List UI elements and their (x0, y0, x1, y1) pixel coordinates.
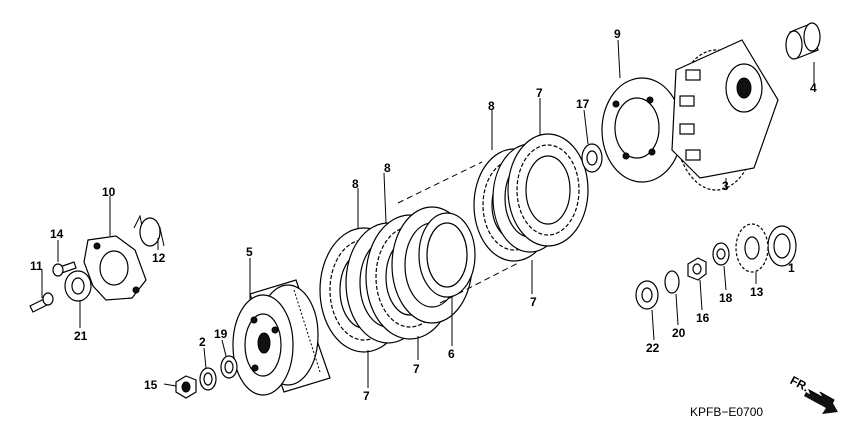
washer-17 (581, 143, 603, 173)
callout-17: 17 (576, 97, 590, 111)
leader-lines (41, 39, 815, 388)
callout-2: 2 (199, 335, 206, 349)
gear-13 (735, 223, 769, 273)
callout-8-middle: 8 (384, 161, 391, 175)
callout-11: 11 (30, 259, 43, 273)
nut-15 (175, 375, 197, 399)
pressure-plate-9 (601, 77, 683, 183)
washer-2 (199, 367, 217, 391)
callout-19: 19 (214, 327, 228, 341)
bearing-1 (767, 225, 797, 267)
callout-14: 14 (50, 227, 64, 241)
nut-16 (687, 257, 707, 281)
callout-7-middle: 7 (413, 362, 420, 376)
spring-12 (133, 214, 165, 247)
callout-1: 1 (788, 261, 795, 275)
callout-5: 5 (246, 245, 253, 259)
plate-10 (83, 235, 147, 301)
front-arrow-icon (804, 388, 838, 414)
callout-21: 21 (74, 329, 88, 343)
callout-18: 18 (719, 291, 733, 305)
callout-12: 12 (152, 251, 166, 265)
judder-spring-6 (418, 212, 476, 298)
washer-19 (220, 355, 238, 379)
callout-16: 16 (696, 311, 710, 325)
clutch-center-5 (232, 279, 331, 396)
friction-disc-7d (507, 133, 589, 247)
callout-20: 20 (672, 326, 686, 340)
bearing-22 (635, 280, 659, 310)
callout-7-bottom: 7 (363, 389, 370, 403)
callout-13: 13 (750, 285, 764, 299)
front-arrow-label: FR. (788, 373, 812, 394)
bolt-14 (52, 261, 77, 277)
diagram-code: KPFB−E0700 (690, 405, 763, 419)
callout-22: 22 (646, 341, 660, 355)
callout-7-top: 7 (536, 86, 543, 100)
sleeve-4 (785, 22, 821, 60)
callout-8-right: 8 (488, 99, 495, 113)
washer-18 (712, 242, 730, 266)
clutch-outer-3 (671, 39, 779, 191)
bearing-21 (64, 270, 92, 302)
callout-8-left: 8 (352, 177, 359, 191)
callout-10: 10 (102, 185, 116, 199)
washer-20 (664, 270, 680, 294)
callout-4: 4 (810, 81, 817, 95)
bolt-11 (29, 292, 54, 313)
callout-15: 15 (144, 378, 158, 392)
callout-3: 3 (722, 179, 729, 193)
callout-9: 9 (614, 27, 621, 41)
callout-6: 6 (448, 347, 455, 361)
callout-7-right: 7 (530, 295, 537, 309)
